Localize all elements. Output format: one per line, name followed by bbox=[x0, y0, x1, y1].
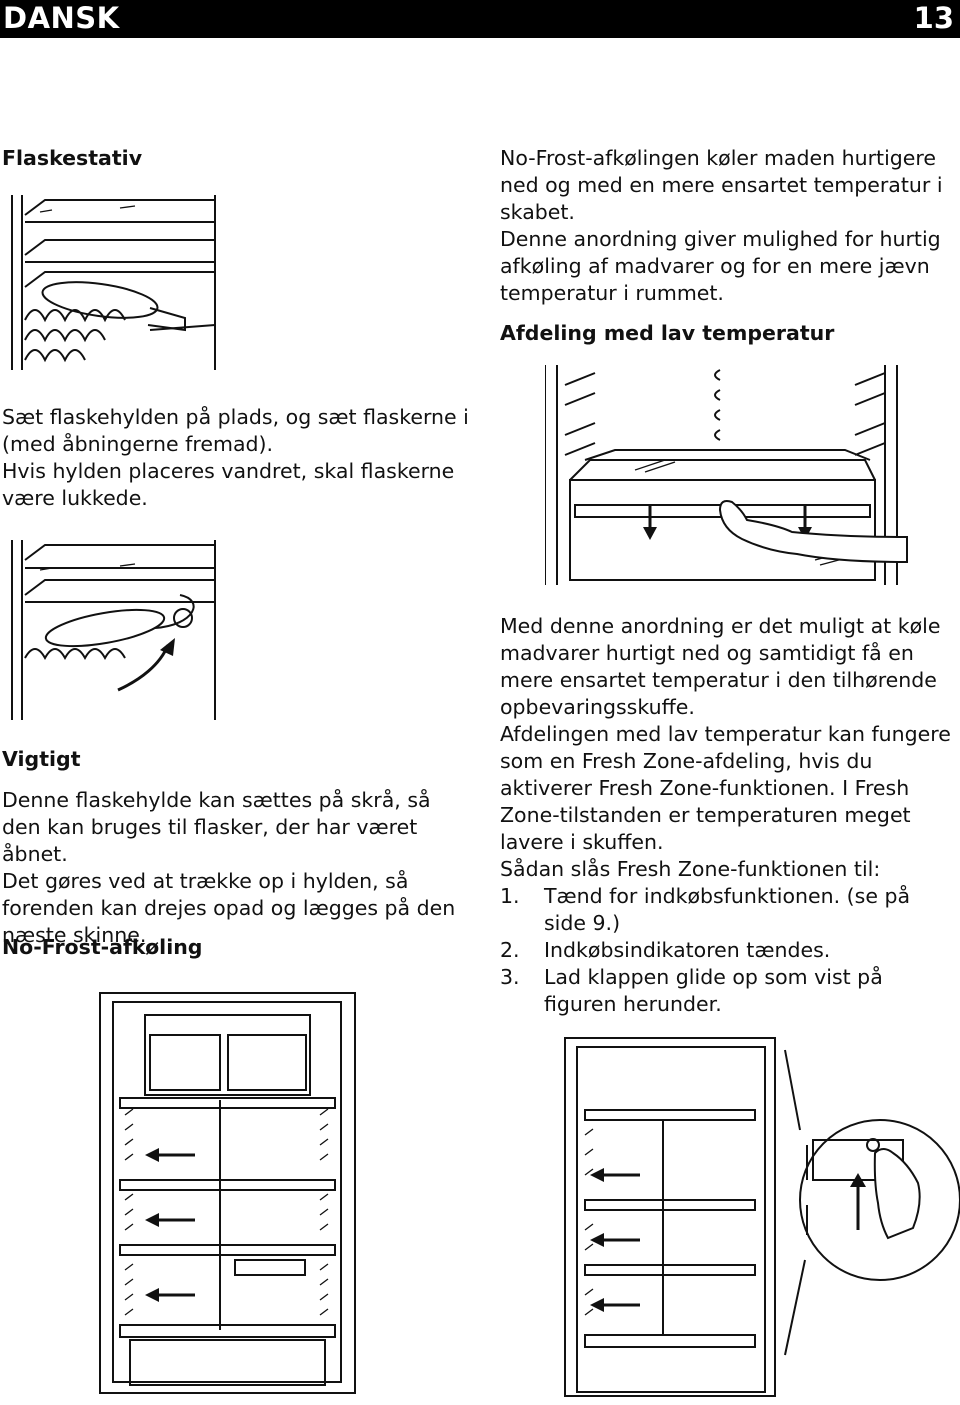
fridge-airflow-illustration bbox=[95, 990, 365, 1400]
step-number: 1. bbox=[500, 884, 520, 908]
fridge-flap-illustration bbox=[555, 1035, 960, 1400]
language-label: DANSK bbox=[3, 1, 120, 35]
page-header: DANSK 13 bbox=[0, 0, 960, 38]
bottle-rack-heading: Flaskestativ bbox=[2, 146, 143, 170]
list-item: 3. Lad klappen glide op som vist på figu… bbox=[500, 964, 956, 1018]
nofrost-heading: No-Frost-afkøling bbox=[2, 935, 203, 959]
important-heading: Vigtigt bbox=[2, 747, 81, 771]
bottle-rack-horizontal-illustration bbox=[0, 190, 230, 375]
step-number: 3. bbox=[500, 965, 520, 989]
bottle-rack-paragraph: Sæt flaskehylden på plads, og sæt flaske… bbox=[2, 404, 472, 512]
important-text-2: Det gøres ved at trække op i hylden, så … bbox=[2, 869, 456, 947]
nofrost-paragraph: No-Frost-afkølingen køler maden hurtiger… bbox=[500, 145, 956, 307]
important-paragraph: Denne flaskehylde kan sættes på skrå, så… bbox=[2, 787, 472, 949]
drawer-illustration bbox=[545, 365, 960, 590]
step-number: 2. bbox=[500, 938, 520, 962]
activate-intro: Sådan slås Fresh Zone-funktionen til: bbox=[500, 857, 881, 881]
step-text: Indkøbsindikatoren tændes. bbox=[544, 938, 831, 962]
low-temp-text-1: Med denne anordning er det muligt at køl… bbox=[500, 614, 941, 719]
low-temp-paragraph: Med denne anordning er det muligt at køl… bbox=[500, 613, 956, 1018]
nofrost-text-2: Denne anordning giver mulighed for hurti… bbox=[500, 227, 941, 305]
list-item: 2. Indkøbsindikatoren tændes. bbox=[500, 937, 956, 964]
important-text-1: Denne flaskehylde kan sættes på skrå, så… bbox=[2, 788, 431, 866]
bottle-rack-tilted-illustration bbox=[0, 540, 230, 725]
activation-steps: 1. Tænd for indkøbsfunktionen. (se på si… bbox=[500, 883, 956, 1018]
bottle-rack-text-2: Hvis hylden placeres vandret, skal flask… bbox=[2, 459, 455, 510]
list-item: 1. Tænd for indkøbsfunktionen. (se på si… bbox=[500, 883, 956, 937]
low-temp-text-2: Afdelingen med lav temperatur kan funger… bbox=[500, 722, 951, 854]
nofrost-text-1: No-Frost-afkølingen køler maden hurtiger… bbox=[500, 146, 943, 224]
step-text: Lad klappen glide op som vist på figuren… bbox=[544, 965, 883, 1016]
step-text: Tænd for indkøbsfunktionen. (se på side … bbox=[544, 884, 911, 935]
bottle-rack-text-1: Sæt flaskehylden på plads, og sæt flaske… bbox=[2, 405, 469, 456]
page-number: 13 bbox=[913, 1, 954, 35]
low-temp-heading: Afdeling med lav temperatur bbox=[500, 321, 835, 345]
